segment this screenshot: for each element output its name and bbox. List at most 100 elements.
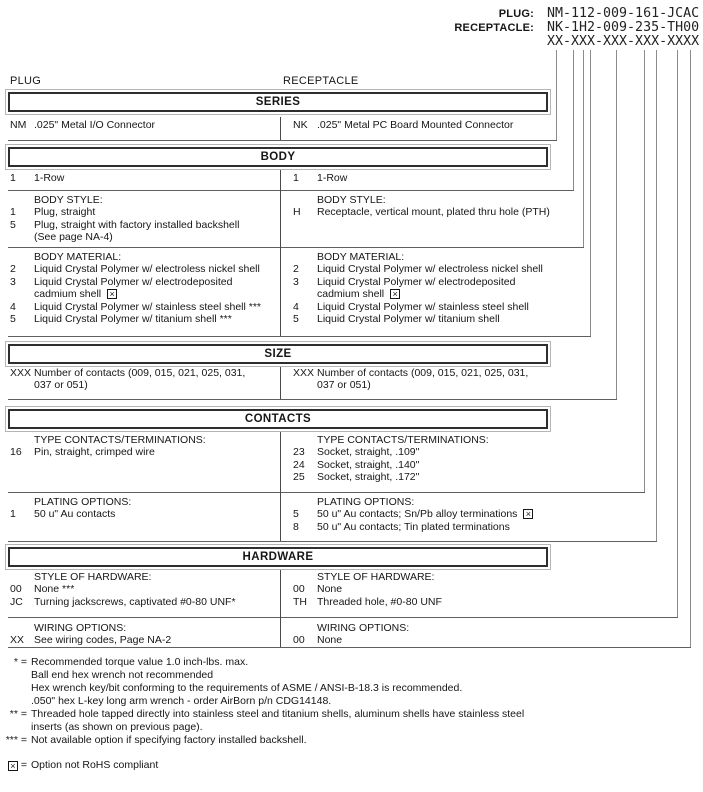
option-code: 5 bbox=[10, 312, 16, 325]
column-divider-body bbox=[280, 169, 281, 336]
section-header-size: SIZE bbox=[5, 341, 551, 367]
option-desc: 50 u" Au contacts bbox=[34, 508, 116, 521]
option-code: 8 bbox=[293, 520, 299, 533]
part-number-mask: XX-XXX-XXX-XXX-XXXX bbox=[547, 34, 700, 49]
subsection-label: WIRING OPTIONS: bbox=[317, 622, 410, 634]
option-code: 2 bbox=[293, 263, 299, 276]
not-rohs-icon: × bbox=[390, 289, 401, 300]
option-code: 2 bbox=[10, 263, 16, 276]
option-desc: Socket, straight, .140" bbox=[317, 458, 420, 471]
footnote-line: ** = Threaded hole tapped directly into s… bbox=[3, 708, 524, 721]
footnote-line: *** = Not available option if specifying … bbox=[3, 734, 524, 747]
option-code: 5 bbox=[10, 218, 16, 231]
option-desc: 50 u" Au contacts; Sn/Pb alloy terminati… bbox=[317, 508, 518, 521]
option-desc: .025" Metal I/O Connector bbox=[34, 119, 156, 131]
option-desc: Liquid Crystal Polymer w/ electrodeposit… bbox=[34, 275, 233, 288]
option-code: 00 bbox=[10, 583, 22, 596]
footnote-text: Ball end hex wrench not recommended bbox=[31, 669, 214, 681]
option-code bbox=[10, 231, 34, 243]
plug-part-number: NM-112-009-161-JCAC bbox=[547, 6, 700, 21]
option-code: XX bbox=[10, 634, 25, 647]
subsection-label: TYPE CONTACTS/TERMINATIONS: bbox=[317, 434, 489, 446]
option-desc: (See page NA-4) bbox=[34, 231, 113, 244]
footnote-line: .050" hex L-key long arm wrench - order … bbox=[3, 695, 524, 708]
footnote-text: Threaded hole tapped directly into stain… bbox=[31, 708, 525, 720]
option-desc: Number of contacts (009, 015, 021, 025, … bbox=[34, 367, 246, 379]
option-code: 25 bbox=[293, 471, 305, 484]
footnote-marker: * = bbox=[13, 656, 27, 668]
option-desc: Threaded hole, #0-80 UNF bbox=[317, 595, 442, 608]
separator-contact-type bbox=[8, 492, 645, 493]
subsection-label: STYLE OF HARDWARE: bbox=[34, 571, 152, 583]
separator-body-style bbox=[8, 247, 584, 248]
receptacle-label: RECEPTACLE: bbox=[454, 22, 534, 34]
option-code: 3 bbox=[10, 275, 16, 288]
footnote-marker: ×= bbox=[3, 759, 27, 772]
subsection-label: BODY MATERIAL: bbox=[34, 251, 122, 263]
option-desc: Plug, straight with factory installed ba… bbox=[34, 218, 240, 231]
option-desc: 037 or 051) bbox=[317, 379, 371, 392]
footnote-text: Not available option if specifying facto… bbox=[31, 734, 307, 746]
option-code: XXX bbox=[10, 367, 32, 379]
column-label-receptacle: RECEPTACLE bbox=[283, 75, 359, 87]
leader-line-series bbox=[556, 50, 557, 141]
option-desc: Liquid Crystal Polymer w/ electroless ni… bbox=[34, 263, 260, 276]
option-desc: None bbox=[317, 583, 343, 596]
leader-line-hardware-style bbox=[677, 50, 678, 618]
plug-label: PLUG: bbox=[498, 8, 534, 20]
column-divider-contacts bbox=[280, 432, 281, 541]
option-code: 23 bbox=[293, 446, 305, 459]
footnote-line-rohs: ×= Option not RoHS compliant bbox=[3, 759, 524, 772]
section-header-body: BODY bbox=[5, 144, 551, 170]
option-code bbox=[293, 288, 317, 300]
option-desc: cadmium shell bbox=[34, 288, 102, 301]
leader-line-plating bbox=[656, 50, 657, 542]
footnote-text: Hex wrench key/bit conforming to the req… bbox=[31, 682, 463, 694]
option-desc: Plug, straight bbox=[34, 206, 96, 219]
subsection-label: BODY STYLE: bbox=[34, 194, 103, 206]
column-divider-series bbox=[280, 117, 281, 140]
option-desc: Socket, straight, .172" bbox=[317, 471, 420, 484]
series-left: NM .025" Metal I/O Connector bbox=[10, 119, 276, 131]
option-code: 3 bbox=[293, 275, 299, 288]
column-divider-hardware bbox=[280, 569, 281, 647]
separator-hardware-style bbox=[8, 617, 678, 618]
option-code: H bbox=[293, 206, 301, 219]
footnote-text: .050" hex L-key long arm wrench - order … bbox=[31, 695, 332, 707]
separator-series bbox=[8, 140, 557, 141]
option-code bbox=[10, 288, 34, 300]
footnote-text: Recommended torque value 1.0 inch-lbs. m… bbox=[31, 656, 249, 668]
option-desc: Liquid Crystal Polymer w/ stainless stee… bbox=[34, 300, 262, 313]
option-desc: 50 u" Au contacts; Tin plated terminatio… bbox=[317, 520, 510, 533]
plug-part-number-row: PLUG: NM-112-009-161-JCAC bbox=[454, 6, 701, 22]
leader-line-body-row bbox=[573, 50, 574, 191]
option-code: 1 bbox=[293, 172, 299, 184]
footnote-marker: ** = bbox=[9, 708, 27, 720]
option-code: 16 bbox=[10, 446, 22, 459]
option-code: JC bbox=[10, 595, 23, 608]
leader-line-size bbox=[616, 50, 617, 400]
mask-part-number-row: XX-XXX-XXX-XXX-XXXX bbox=[454, 34, 701, 50]
subsection-label: BODY MATERIAL: bbox=[317, 251, 405, 263]
leader-line-wiring bbox=[690, 50, 691, 648]
option-desc: 1-Row bbox=[317, 172, 348, 184]
not-rohs-icon: × bbox=[523, 509, 534, 520]
column-label-plug: PLUG bbox=[10, 75, 42, 87]
option-code: 00 bbox=[293, 583, 305, 596]
option-desc: Liquid Crystal Polymer w/ electrodeposit… bbox=[317, 275, 516, 288]
option-desc: None bbox=[317, 634, 343, 647]
subsection-label: PLATING OPTIONS: bbox=[34, 496, 132, 508]
series-right: NK .025" Metal PC Board Mounted Connecto… bbox=[293, 119, 545, 131]
option-desc: Turning jackscrews, captivated #0-80 UNF… bbox=[34, 595, 236, 608]
footnote-line: Ball end hex wrench not recommended bbox=[3, 669, 524, 682]
footnote-marker: *** = bbox=[5, 734, 27, 746]
footnotes: * = Recommended torque value 1.0 inch-lbs… bbox=[3, 656, 524, 772]
option-desc: See wiring codes, Page NA-2 bbox=[34, 634, 172, 647]
